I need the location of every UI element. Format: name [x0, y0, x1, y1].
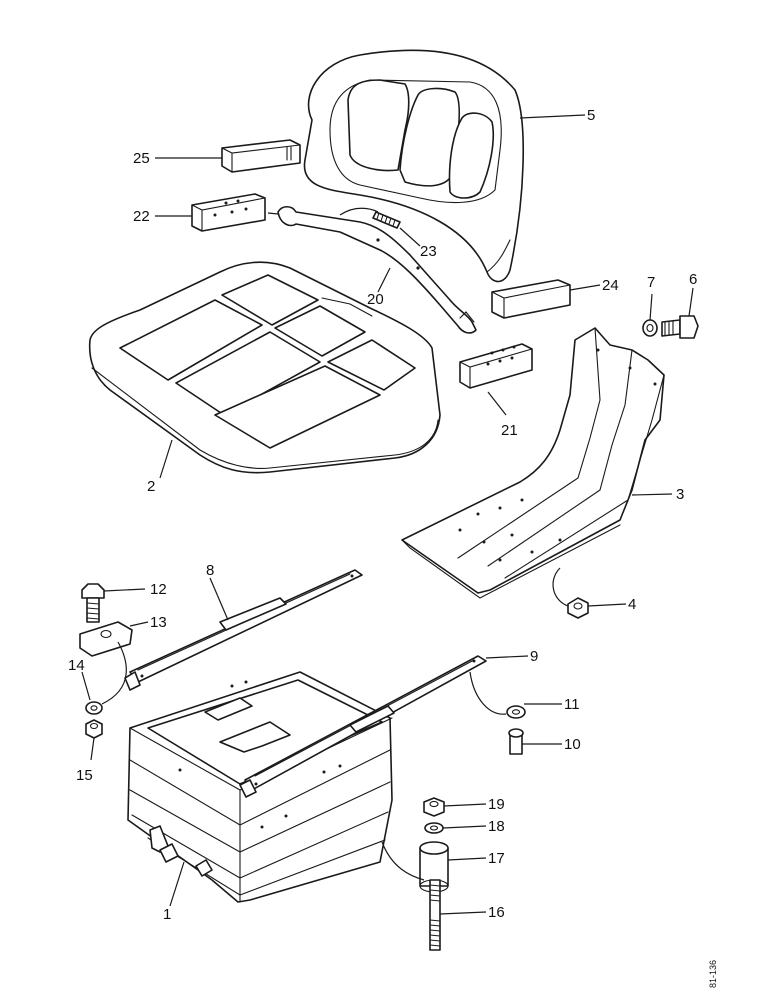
callout-3: 3	[676, 486, 684, 503]
part-4-nut	[567, 597, 589, 619]
part-14-washer	[85, 701, 103, 715]
callout-23: 23	[420, 243, 437, 260]
callout-22: 22	[133, 208, 150, 225]
callout-20: 20	[367, 291, 384, 308]
callout-6: 6	[689, 271, 697, 288]
callout-2: 2	[147, 478, 155, 495]
callout-labels: 5 25 22 23 20 24 7 6 21 2 3 8 12 4 13 9 …	[68, 107, 697, 923]
callout-18: 18	[488, 818, 505, 835]
part-10-bolt	[508, 728, 524, 755]
part-18-washer	[424, 822, 444, 834]
callout-5: 5	[587, 107, 595, 124]
part-20-arm	[277, 205, 477, 334]
callout-15: 15	[76, 767, 93, 784]
callout-16: 16	[488, 904, 505, 921]
callout-7: 7	[647, 274, 655, 291]
part-1-suspension-base	[127, 671, 393, 903]
part-17-spacer	[419, 841, 449, 893]
part-16-stud	[429, 879, 441, 951]
callout-1: 1	[163, 906, 171, 923]
part-15-nut	[85, 719, 103, 739]
callout-19: 19	[488, 796, 505, 813]
callout-11: 11	[564, 696, 580, 713]
leader-lines	[81, 114, 694, 915]
callout-4: 4	[628, 596, 636, 613]
callout-17: 17	[488, 850, 505, 867]
part-19-nut	[423, 797, 445, 817]
part-6-bolt	[661, 315, 699, 339]
part-12-bolt	[81, 583, 105, 623]
callout-21: 21	[501, 422, 518, 439]
callout-12: 12	[150, 581, 167, 598]
part-23-spring-pin	[372, 211, 401, 229]
part-22-block	[191, 193, 266, 232]
callout-8: 8	[206, 562, 214, 579]
part-5-backrest	[303, 49, 525, 283]
callout-14: 14	[68, 657, 85, 674]
part-21-block	[459, 343, 533, 389]
part-2-cushion	[88, 261, 441, 474]
part-25-pad	[221, 139, 301, 173]
part-8-slide-rail	[124, 569, 363, 691]
callout-9: 9	[530, 648, 538, 665]
part-24-pad	[491, 279, 571, 319]
callout-10: 10	[564, 736, 581, 753]
drawing-reference: 81-136	[708, 960, 718, 988]
part-11-washer	[506, 705, 526, 719]
part-3-seat-pan	[401, 327, 665, 599]
part-13-plate	[79, 621, 133, 657]
callout-13: 13	[150, 614, 167, 631]
callout-24: 24	[602, 277, 619, 294]
part-9-slide-rail	[239, 655, 487, 798]
callout-25: 25	[133, 150, 150, 167]
part-7-washer	[642, 319, 658, 337]
